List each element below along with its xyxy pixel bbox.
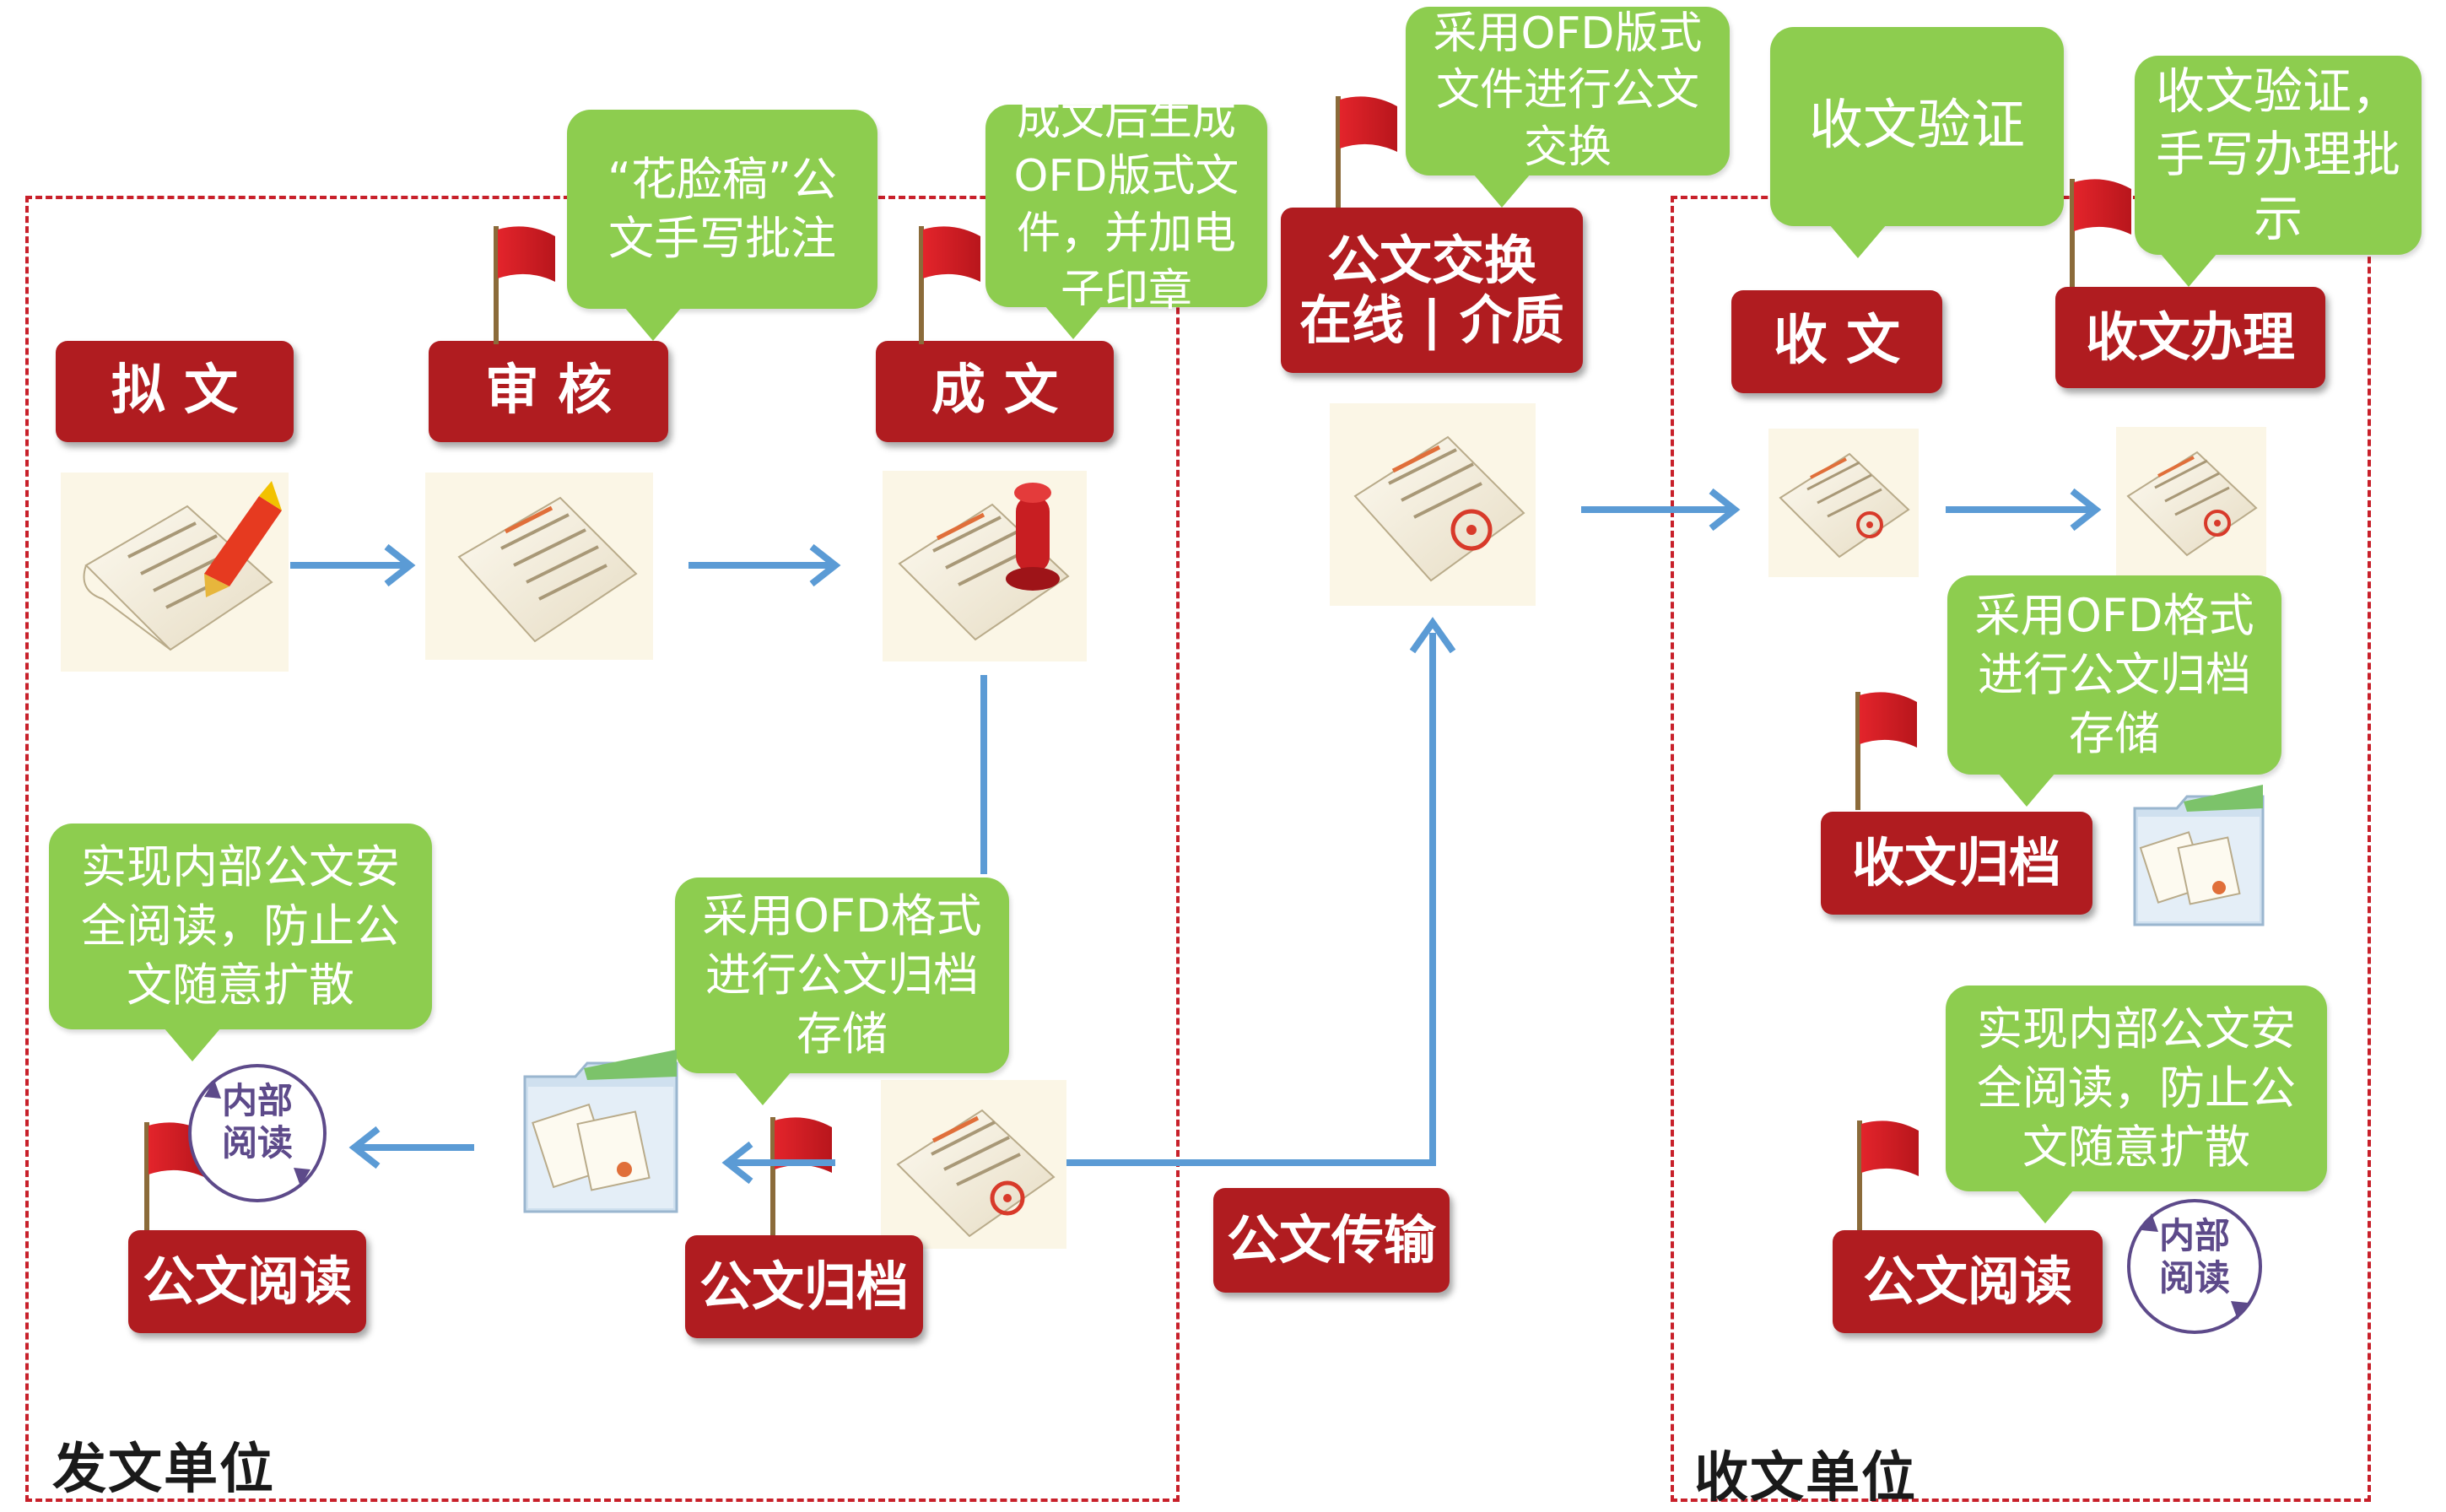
send-read-note-bubble: 实现内部公文安全阅读，防止公文随意扩散 — [49, 824, 432, 1061]
handle-flag-icon — [2065, 174, 2141, 300]
receive-document-icon — [1768, 429, 1919, 577]
receiver-region-label: 收文单位 — [1694, 1447, 1917, 1509]
send-archive-note-bubble: 采用OFD格式进行公文归档存储 — [675, 878, 1009, 1105]
step-send-read: 公文阅读 — [128, 1230, 366, 1333]
receive-internal-read-icon: 内部 阅读 — [2109, 1181, 2280, 1352]
receive-read-flag-icon — [1853, 1115, 1929, 1242]
step-send-archive-label: 公文归档 — [699, 1256, 909, 1318]
receive-read-note-bubble: 实现内部公文安全阅读，防止公文随意扩散 — [1946, 986, 2327, 1223]
step-transfer-label: 公文传输 — [1226, 1209, 1436, 1272]
review-flag-icon — [489, 221, 565, 348]
step-receive-archive-label: 收文归档 — [1851, 832, 2061, 894]
receive-archive-flag-icon — [1851, 687, 1927, 813]
send-read-note-text: 实现内部公文安全阅读，防止公文随意扩散 — [81, 840, 400, 1012]
step-receive-read-label: 公文阅读 — [1862, 1250, 2072, 1313]
step-exchange: 公文交换 在线 | 介质 — [1281, 208, 1583, 373]
exchange-document-seal-icon — [1330, 403, 1536, 606]
send-internal-read-line1: 内部 — [221, 1080, 293, 1121]
step-draft: 拟 文 — [56, 341, 294, 442]
finalize-note-text: 成文后生成OFD版式文件，并加电子印章 — [1013, 94, 1239, 316]
receive-archive-note-text: 采用OFD格式进行公文归档存储 — [1974, 588, 2254, 761]
arrow-receive-to-handle — [1946, 488, 2102, 532]
handle-note-text: 收文验证，手写办理批示 — [2155, 62, 2400, 247]
receive-internal-read-line2: 阅读 — [2158, 1257, 2230, 1299]
send-internal-read-line2: 阅读 — [221, 1122, 293, 1164]
step-review-label: 审 核 — [484, 359, 613, 423]
step-receive-read: 公文阅读 — [1833, 1230, 2103, 1333]
review-note-text: “花脸稿”公文手写批注 — [607, 152, 837, 265]
exchange-flag-icon — [1331, 91, 1407, 218]
step-transfer: 公文传输 — [1213, 1188, 1450, 1293]
step-draft-label: 拟 文 — [111, 359, 239, 423]
step-exchange-line2: 在线 | 介质 — [1299, 289, 1564, 351]
verify-note-bubble: 收文验证 — [1770, 27, 2064, 258]
review-note-bubble: “花脸稿”公文手写批注 — [567, 110, 877, 341]
step-receive-label: 收 文 — [1773, 310, 1901, 373]
draft-document-pen-icon — [61, 472, 289, 672]
review-document-icon — [425, 472, 653, 660]
sender-region-label: 发文单位 — [52, 1439, 275, 1501]
receive-internal-read-line1: 内部 — [2158, 1215, 2230, 1256]
step-finalize: 成 文 — [876, 341, 1114, 442]
receive-archive-note-bubble: 采用OFD格式进行公文归档存储 — [1947, 575, 2281, 807]
send-archive-flag-icon — [766, 1112, 842, 1239]
receive-read-note-text: 实现内部公文安全阅读，防止公文随意扩散 — [1977, 1002, 2296, 1174]
step-send-read-label: 公文阅读 — [142, 1250, 352, 1313]
arrow-exchange-to-receive — [1581, 488, 1741, 532]
exchange-note-bubble: 采用OFD版式文件进行公文交换 — [1406, 7, 1730, 208]
arrow-archive-to-read — [348, 1126, 474, 1169]
finalize-document-stamp-icon — [883, 471, 1087, 662]
step-exchange-line1: 公文交换 — [1326, 229, 1536, 291]
connector-finalize-down — [980, 675, 987, 874]
step-receive: 收 文 — [1731, 290, 1942, 393]
handle-note-bubble: 收文验证，手写办理批示 — [2135, 56, 2422, 287]
finalize-flag-icon — [915, 221, 991, 348]
send-archive-source-document-icon — [881, 1080, 1066, 1249]
step-receive-handle-label: 收文办理 — [2085, 306, 2295, 369]
step-review: 审 核 — [429, 341, 668, 442]
step-receive-handle: 收文办理 — [2055, 287, 2325, 388]
step-receive-archive: 收文归档 — [1821, 812, 2092, 915]
arrow-draft-to-review — [290, 543, 416, 587]
send-internal-read-icon: 内部 阅读 — [170, 1046, 344, 1220]
step-finalize-label: 成 文 — [931, 359, 1059, 423]
exchange-note-text: 采用OFD版式文件进行公文交换 — [1433, 8, 1703, 173]
send-archive-note-text: 采用OFD格式进行公文归档存储 — [702, 888, 982, 1061]
receive-archive-folder-icon — [2133, 785, 2265, 926]
arrow-review-to-finalize — [688, 543, 841, 587]
send-archive-folder-icon — [523, 1050, 678, 1213]
arrow-transfer-to-exchange — [1066, 617, 1456, 1166]
finalize-note-bubble: 成文后生成OFD版式文件，并加电子印章 — [985, 94, 1267, 339]
verify-note-text: 收文验证 — [1809, 94, 2025, 158]
handle-document-icon — [2116, 427, 2266, 575]
arrow-document-to-archive — [721, 1141, 835, 1185]
step-send-archive: 公文归档 — [685, 1235, 923, 1338]
